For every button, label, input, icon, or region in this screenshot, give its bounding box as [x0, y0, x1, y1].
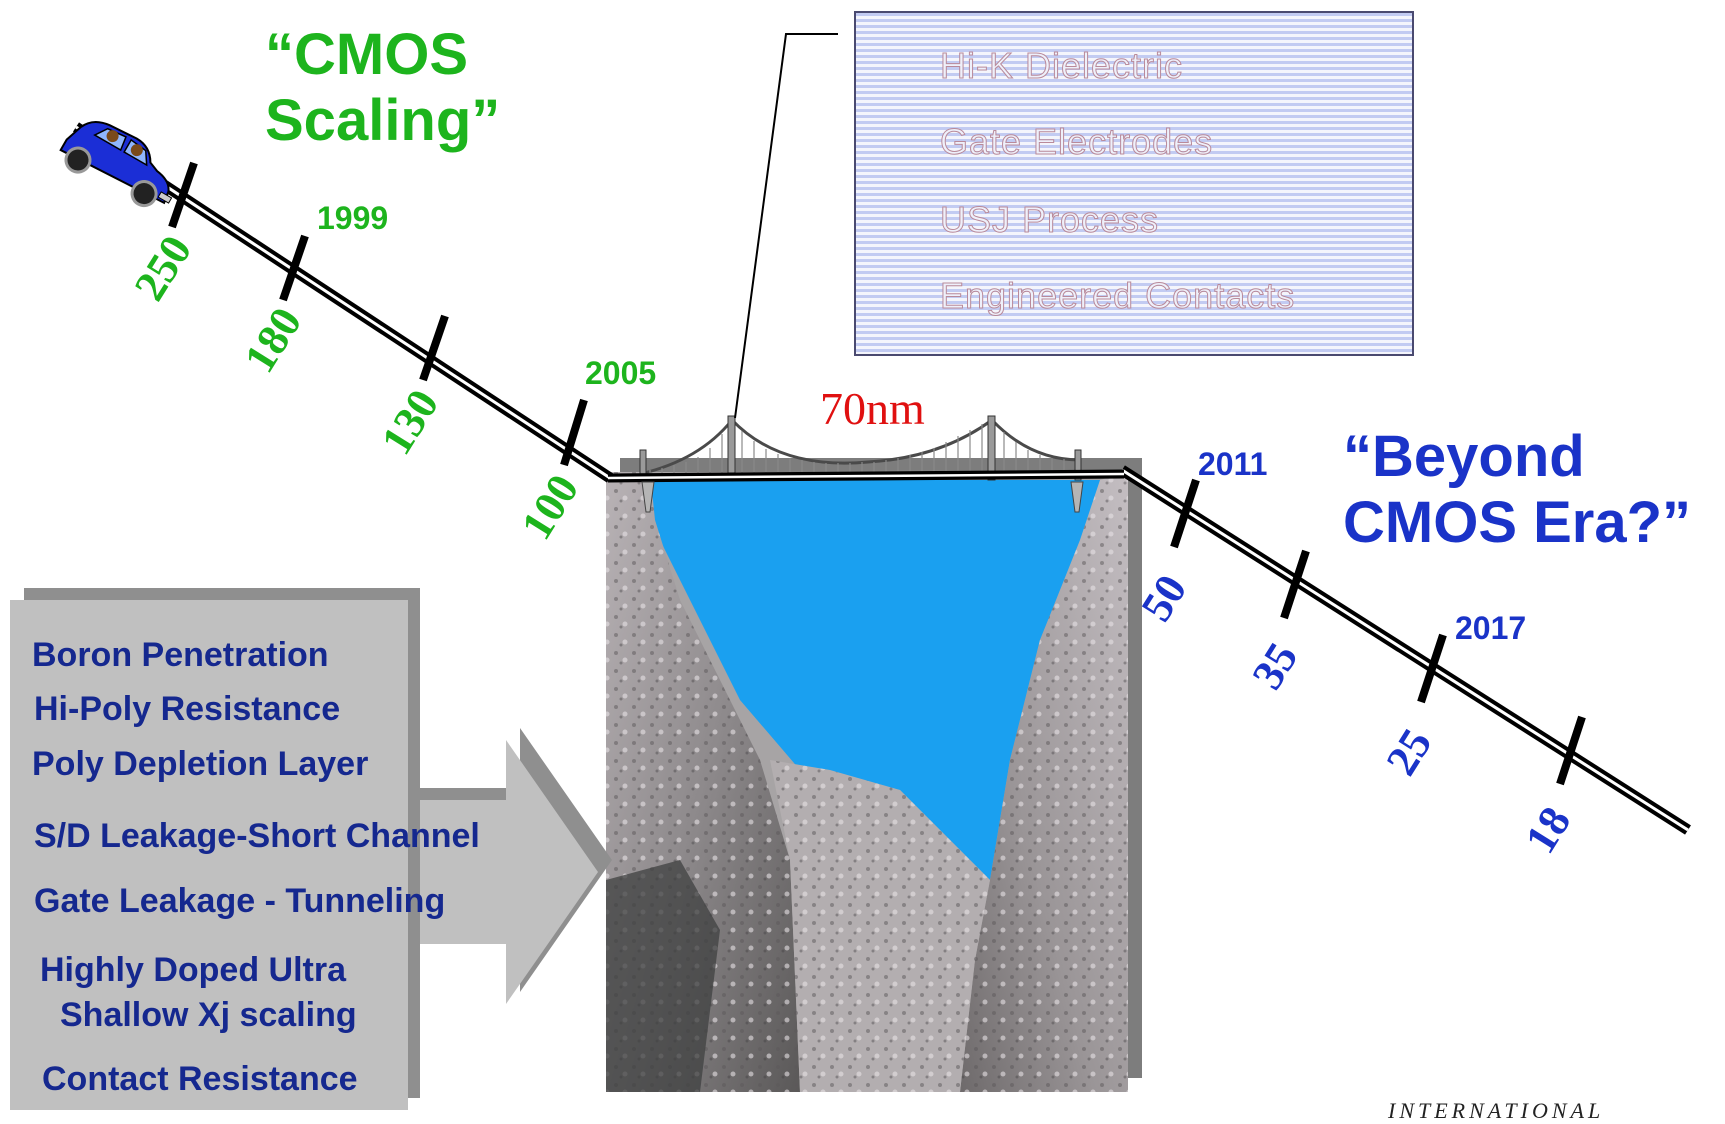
material-hi-k-dielectric: Hi-K Dielectric — [939, 45, 1184, 87]
materials-callout-box: Hi-K Dielectric Gate Electrodes USJ Proc… — [854, 11, 1414, 356]
cmos-title-line1: “CMOS — [265, 22, 468, 87]
tick-35 — [1280, 549, 1310, 620]
year-2017: 2017 — [1455, 610, 1527, 646]
issue-boron-penetration: Boron Penetration — [32, 636, 329, 674]
tick-25 — [1417, 633, 1447, 704]
issue-gate-leakage: Gate Leakage - Tunneling — [34, 882, 446, 920]
issue-highly-doped-line2: Shallow Xj scaling — [60, 996, 357, 1034]
gap-label-70nm: 70nm — [820, 383, 925, 434]
cmos-title-line2: Scaling” — [265, 88, 501, 153]
tick-50 — [1170, 478, 1200, 549]
issue-sd-leakage: S/D Leakage-Short Channel — [34, 817, 480, 855]
issue-highly-doped-line1: Highly Doped Ultra — [40, 951, 347, 989]
car-icon — [59, 121, 173, 208]
beyond-title-line2: CMOS Era?” — [1343, 490, 1692, 555]
beyond-cmos-title: “Beyond CMOS Era?” — [1343, 424, 1691, 556]
tick-130 — [419, 314, 449, 382]
tick-100 — [560, 398, 588, 467]
material-engineered-contacts: Engineered Contacts — [939, 275, 1296, 317]
beyond-title-line1: “Beyond — [1343, 424, 1585, 489]
year-2011: 2011 — [1198, 446, 1268, 482]
road-ticks — [168, 161, 1586, 786]
tick-18 — [1556, 715, 1586, 786]
tick-180 — [279, 234, 309, 302]
issue-contact-resistance: Contact Resistance — [42, 1060, 358, 1098]
issue-poly-depletion-layer: Poly Depletion Layer — [32, 745, 369, 783]
scaling-issues-box — [10, 600, 408, 1110]
tick-250 — [168, 161, 198, 229]
footer-international: INTERNATIONAL — [1388, 1098, 1605, 1123]
issue-hi-poly-resistance: Hi-Poly Resistance — [34, 690, 341, 728]
material-gate-electrodes: Gate Electrodes — [939, 121, 1214, 163]
arrow-icon — [406, 728, 612, 1004]
bridge-icon — [607, 415, 1125, 513]
callout-leader — [734, 33, 838, 419]
road-beyond — [1119, 465, 1691, 835]
cmos-scaling-title: “CMOS Scaling” — [265, 22, 500, 154]
year-2005: 2005 — [585, 355, 657, 391]
year-1999: 1999 — [317, 200, 389, 236]
material-usj-process: USJ Process — [939, 199, 1160, 241]
canyon-image — [606, 458, 1142, 1092]
